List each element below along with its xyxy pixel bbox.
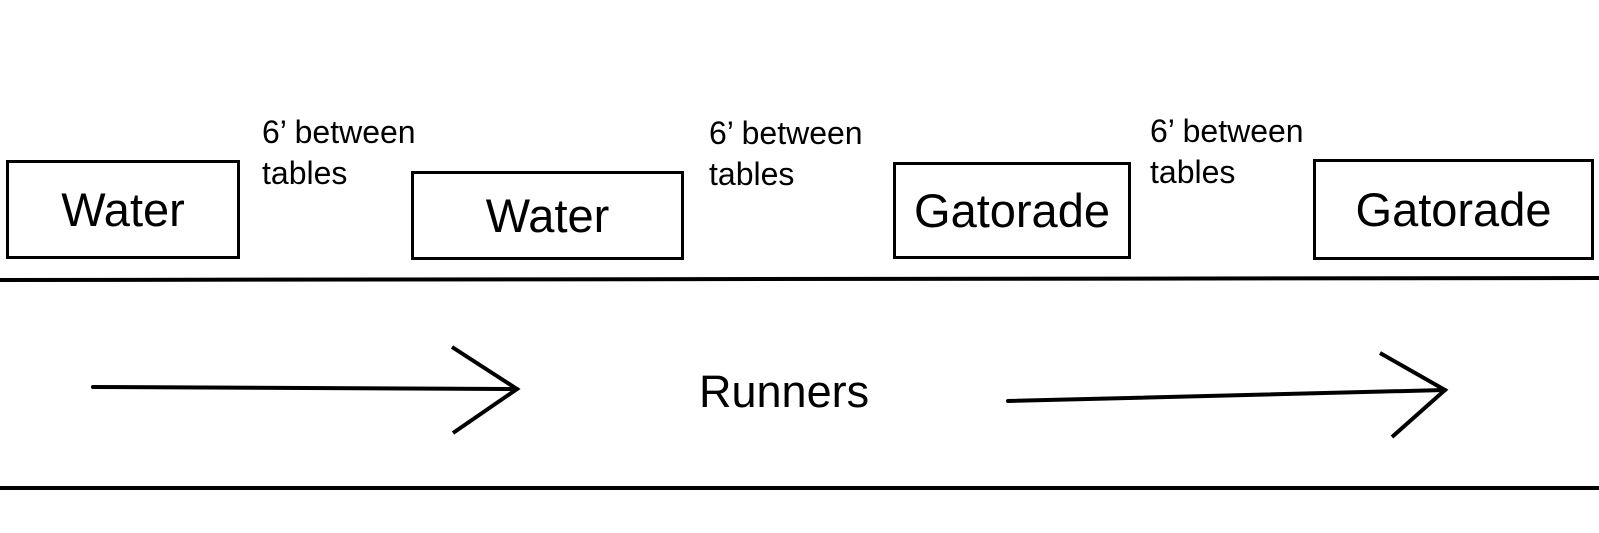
gap-label-2: 6’ between tables (709, 113, 863, 195)
direction-arrow-left (91, 345, 521, 435)
gap-label-line1: 6’ between (262, 114, 416, 150)
gap-label-3: 6’ between tables (1150, 111, 1304, 193)
gap-label-line2: tables (262, 155, 348, 191)
gap-label-line2: tables (1150, 154, 1236, 190)
direction-arrow-right (1006, 351, 1449, 439)
table-label: Water (485, 189, 610, 242)
gap-label-line1: 6’ between (1150, 113, 1304, 149)
runners-label: Runners (699, 366, 870, 417)
gap-label-1: 6’ between tables (262, 112, 416, 194)
table-water-1: Water (6, 160, 240, 259)
table-label: Gatorade (1355, 183, 1552, 236)
course-top-boundary (0, 276, 1599, 282)
table-label: Gatorade (914, 184, 1110, 237)
gap-label-line1: 6’ between (709, 115, 863, 151)
table-water-2: Water (411, 171, 684, 260)
table-gatorade-2: Gatorade (1313, 159, 1594, 260)
table-gatorade-1: Gatorade (893, 162, 1131, 259)
gap-label-line2: tables (709, 156, 795, 192)
table-label: Water (61, 183, 185, 236)
